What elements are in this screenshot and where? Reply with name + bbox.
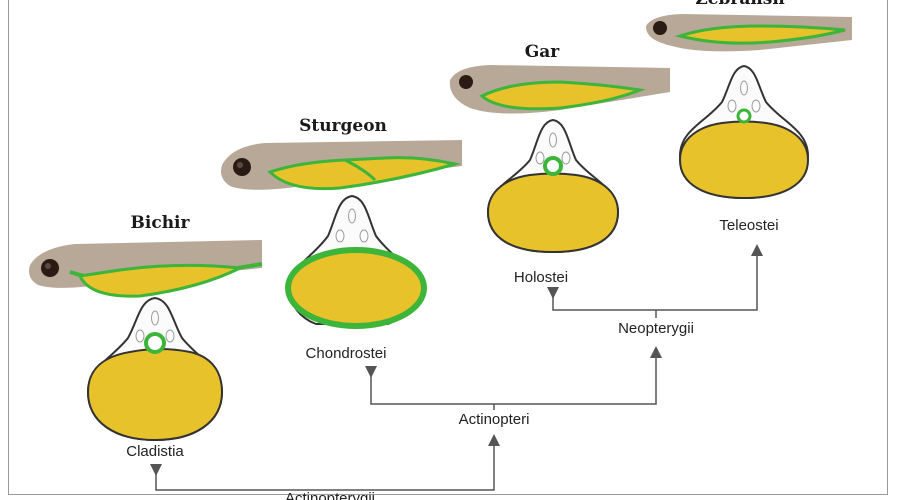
clade-label-cladistia: Cladistia: [126, 443, 184, 460]
species-label-zebrafish: Zebrafish: [695, 0, 784, 9]
zebrafish-group: Zebrafish Teleostei: [645, 0, 852, 234]
zebrafish-cross-section-icon: [678, 64, 810, 200]
gar-cross-section-icon: [486, 118, 620, 254]
sturgeon-larva-icon: [221, 140, 462, 191]
tree-connectors: [150, 244, 763, 491]
sturgeon-cross-section-icon: [285, 194, 427, 329]
actinopterygii-bracket: [150, 434, 500, 491]
species-label-sturgeon: Sturgeon: [299, 116, 387, 136]
bichir-cross-section-icon: [86, 296, 224, 442]
species-label-bichir: Bichir: [131, 213, 191, 233]
gar-group: Gar Holostei: [449, 42, 670, 286]
bichir-larva-icon: [29, 240, 263, 298]
zebrafish-larva-icon: [645, 14, 852, 52]
bichir-group: Bichir Cladistia: [29, 213, 263, 460]
neopterygii-bracket: [547, 244, 763, 311]
sturgeon-group: Sturgeon Chondrostei: [221, 116, 462, 362]
clade-label-neopterygii: Neopterygii: [618, 320, 694, 337]
species-label-gar: Gar: [525, 42, 561, 62]
gar-larva-icon: [449, 65, 670, 114]
clade-label-holostei: Holostei: [514, 269, 568, 286]
clade-label-actinopterygii: Actinopterygii: [285, 490, 375, 500]
figure-frame: [8, 0, 888, 495]
clade-label-actinopteri: Actinopteri: [459, 411, 530, 428]
clade-label-teleostei: Teleostei: [719, 217, 778, 234]
actinopteri-bracket: [365, 346, 662, 405]
clade-label-chondrostei: Chondrostei: [306, 345, 387, 362]
